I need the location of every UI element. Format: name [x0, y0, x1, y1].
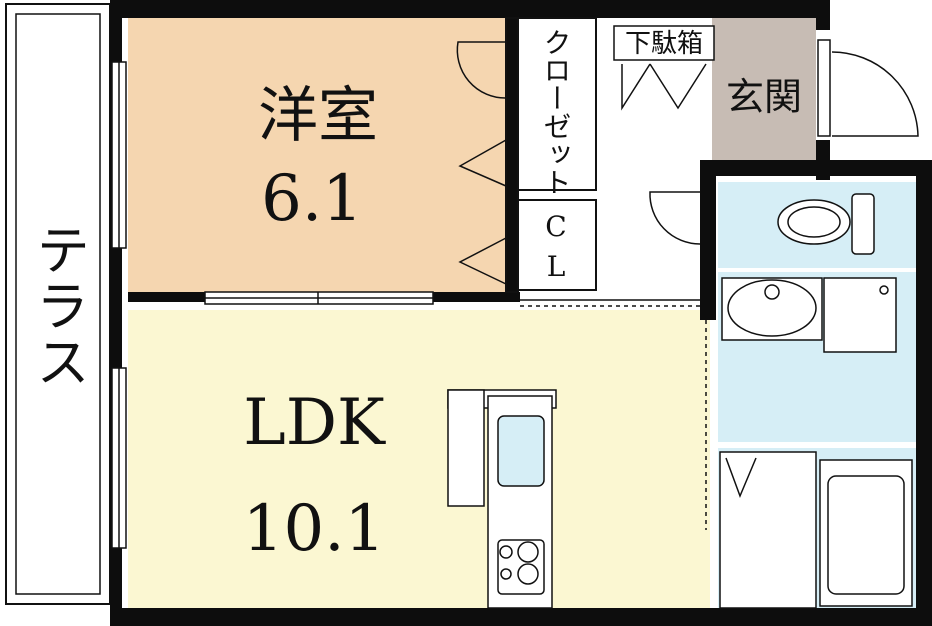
entrance-label: 玄関	[726, 75, 802, 119]
hall-door	[649, 191, 701, 245]
shoe-box	[613, 25, 715, 111]
closet-doors	[456, 41, 507, 285]
terrace-windows	[111, 61, 127, 549]
toilet	[777, 193, 875, 255]
cl-label-l: L	[547, 250, 566, 283]
ldk-label: LDK	[243, 386, 386, 460]
western-room-floor	[128, 18, 508, 294]
closet-structure	[505, 17, 597, 293]
western-room-size: 6.1	[261, 162, 363, 236]
hall-boundary	[520, 299, 707, 530]
terrace-area	[5, 3, 111, 605]
terrace-label: テラス	[27, 222, 90, 390]
shoe-box-label: 下駄箱	[625, 29, 703, 59]
entrance-floor	[712, 18, 816, 160]
ldk-floor	[128, 310, 710, 610]
sliding-door	[204, 291, 434, 305]
entrance-door	[817, 39, 919, 137]
cl-label-c: C	[545, 210, 566, 243]
washroom-fixtures	[721, 277, 897, 353]
bathroom-fixtures	[719, 451, 913, 609]
kitchen	[447, 389, 557, 609]
ldk-size: 10.1	[243, 492, 386, 566]
western-room-label: 洋室	[258, 81, 378, 151]
closet-label: クローゼット	[540, 28, 573, 196]
